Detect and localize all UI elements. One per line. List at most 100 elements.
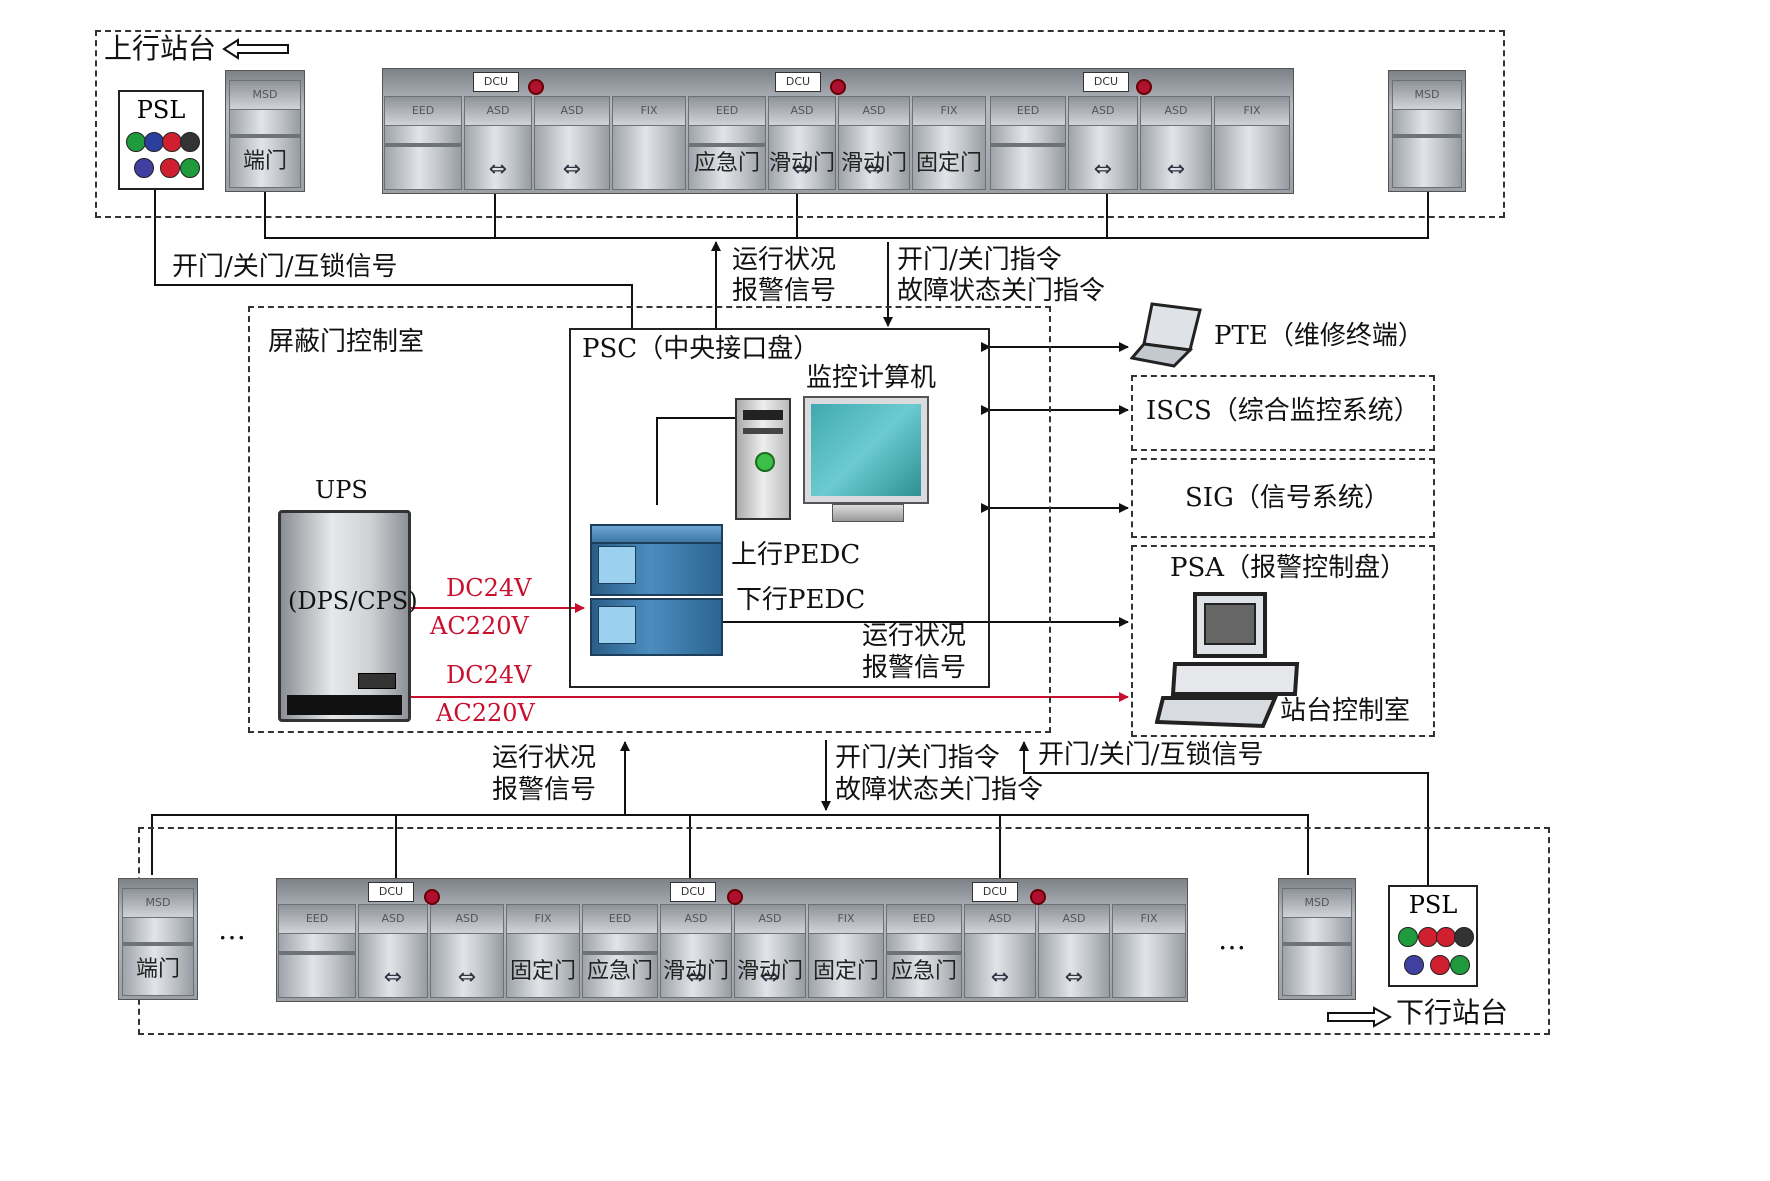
green-button-icon — [180, 158, 200, 178]
ups-inner-label: (DPS/CPS) — [288, 587, 418, 615]
blue-button-icon — [134, 158, 154, 178]
dcu-box: DCU — [972, 882, 1018, 902]
control-room-title: 屏蔽门控制室 — [268, 327, 425, 357]
status-label: 报警信号 — [492, 775, 597, 805]
pedc-up-icon — [590, 524, 723, 596]
sliding-door: ASD ⇔滑动门 — [838, 96, 910, 190]
lower-end-door: MSD 端门 — [122, 888, 194, 996]
upper-end-door: MSD 端门 — [229, 80, 301, 188]
panel-tag: ASD — [965, 905, 1035, 934]
upper-end-door-right: MSD — [1392, 80, 1462, 188]
power-label: DC24V — [446, 661, 532, 689]
pedc-down-icon — [590, 598, 723, 656]
panel-tag: ASD — [1069, 97, 1137, 126]
key-switch-icon — [180, 132, 200, 152]
red-button-icon — [1430, 955, 1450, 975]
power-label: AC220V — [430, 612, 529, 640]
emergency-door: EED — [384, 96, 462, 190]
status-led-icon — [424, 889, 440, 905]
panel-tag: FIX — [1113, 905, 1185, 934]
slide-arrow-icon: ⇔ — [760, 965, 780, 990]
ellipsis: … — [1218, 923, 1246, 956]
sliding-door: ASD⇔ — [464, 96, 532, 190]
panel-tag: ASD — [431, 905, 503, 934]
slide-arrow-icon: ⇔ — [864, 157, 884, 182]
emergency-door: EED — [990, 96, 1066, 190]
panel-tag: EED — [583, 905, 657, 934]
ellipsis: … — [218, 913, 246, 946]
lower-platform-title: 下行站台 — [1396, 996, 1509, 1029]
computer-label: 监控计算机 — [806, 363, 937, 393]
status-label: 报警信号 — [732, 276, 837, 306]
upper-psl-panel: PSL — [118, 90, 204, 190]
panel-tag: EED — [279, 905, 355, 934]
command-label: 开门/关门指令 — [897, 245, 1062, 275]
key-switch-icon — [1454, 927, 1474, 947]
command-label: 故障状态关门指令 — [835, 775, 1044, 805]
sliding-door: ASD⇔ — [964, 904, 1036, 998]
status-led-icon — [1030, 889, 1046, 905]
panel-tag: EED — [887, 905, 961, 934]
door-type-label: 滑动门 — [840, 151, 907, 176]
sliding-door: ASD⇔滑动门 — [660, 904, 732, 998]
fixed-door: FIX — [1112, 904, 1186, 998]
signal-label: 开门/关门/互锁信号 — [1038, 740, 1264, 770]
green-button-icon — [1450, 955, 1470, 975]
lower-end-door-right: MSD — [1282, 888, 1352, 996]
door-type-label: 应急门 — [693, 151, 760, 176]
red-button-icon — [1436, 927, 1456, 947]
lower-psl-panel: PSL — [1388, 885, 1478, 987]
status-led-icon — [528, 79, 544, 95]
door-type-label: 滑动门 — [662, 959, 729, 984]
red-button-icon — [162, 132, 182, 152]
slide-arrow-icon: ⇔ — [1166, 157, 1186, 182]
command-label: 开门/关门指令 — [835, 743, 1000, 773]
status-label: 运行状况 — [492, 743, 597, 773]
red-button-icon — [1418, 927, 1438, 947]
sliding-door: ASD⇔ — [1038, 904, 1110, 998]
panel-tag: ASD — [769, 97, 835, 126]
panel-tag: ASD — [839, 97, 909, 126]
panel-tag: FIX — [1215, 97, 1289, 126]
door-type-label: 滑动门 — [736, 959, 803, 984]
panel-tag: FIX — [613, 97, 685, 126]
control-room-zone — [248, 306, 1051, 733]
green-button-icon — [1398, 927, 1418, 947]
slide-arrow-icon: ⇔ — [792, 157, 812, 182]
station-room-label: 站台控制室 — [1280, 696, 1411, 726]
ups-label: UPS — [315, 476, 368, 504]
psa-label: PSA（报警控制盘） — [1170, 553, 1407, 583]
iscs-label: ISCS（综合监控系统） — [1146, 396, 1420, 426]
panel-tag: ASD — [535, 97, 609, 126]
psa-status-label: 运行状况 — [862, 621, 967, 651]
dcu-box: DCU — [473, 72, 519, 92]
door-type-label: 固定门 — [812, 959, 879, 984]
dcu-box: DCU — [775, 72, 821, 92]
fixed-door: FIX — [1214, 96, 1290, 190]
green-button-icon — [126, 132, 146, 152]
door-type-label: 固定门 — [509, 959, 576, 984]
iscs-box — [1131, 375, 1435, 451]
monitor-stand-icon — [832, 504, 904, 522]
computer-tower-icon — [735, 398, 791, 520]
red-button-icon — [160, 158, 180, 178]
upper-psl-label: PSL — [136, 96, 186, 124]
end-door-label: 端门 — [242, 149, 287, 174]
status-led-icon — [830, 79, 846, 95]
emergency-door: EED — [278, 904, 356, 998]
panel-tag: ASD — [1141, 97, 1211, 126]
status-led-icon — [727, 889, 743, 905]
sliding-door: ASD ⇔ — [1140, 96, 1212, 190]
desktop-pc-icon — [1155, 592, 1300, 729]
psa-box — [1131, 545, 1435, 737]
slide-arrow-icon: ⇔ — [488, 157, 508, 182]
ups-cabinet-icon — [278, 510, 411, 722]
door-type-label: 固定门 — [915, 151, 982, 176]
psc-title: PSC（中央接口盘） — [582, 334, 820, 364]
monitor-icon — [803, 396, 929, 504]
sliding-door: ASD⇔ — [358, 904, 428, 998]
